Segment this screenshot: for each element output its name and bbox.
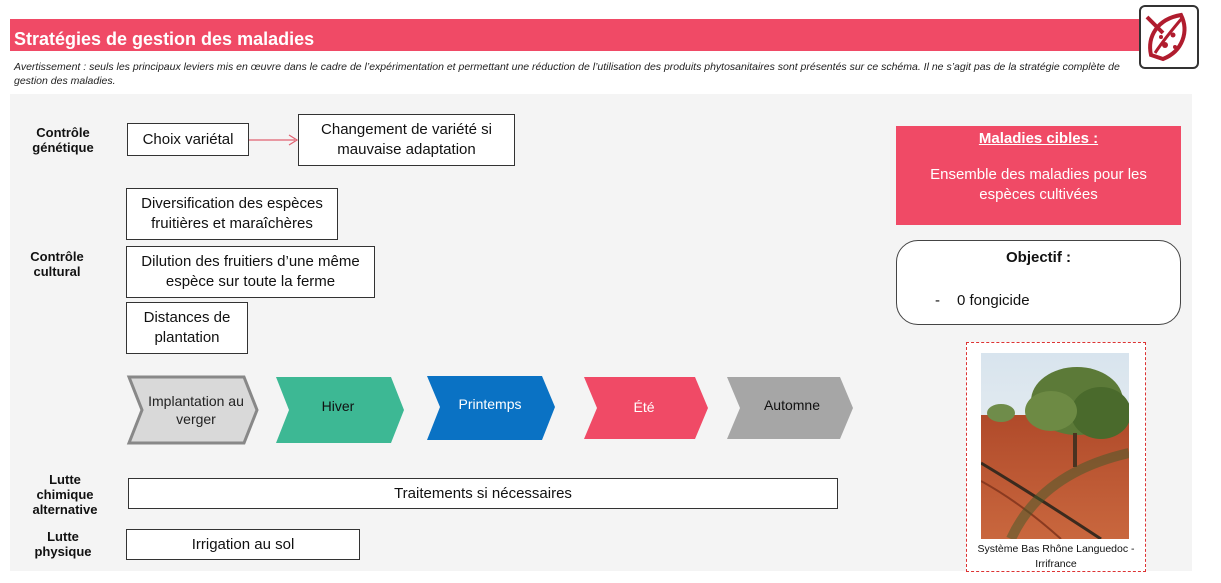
row-label-chemical: Lutte chimique alternative xyxy=(32,472,98,517)
season-chevron-implantation xyxy=(126,375,259,445)
target-diseases-text: Ensemble des maladies pour les espèces c… xyxy=(930,166,1147,203)
objective-title: Objectif : xyxy=(1005,249,1071,266)
disease-logo-icon xyxy=(1139,5,1199,69)
objective-bullet: - xyxy=(935,292,940,309)
diversification-box: Diversification des espèces fruitières e… xyxy=(126,188,338,240)
season-chevron-printemps xyxy=(427,376,555,440)
dilution-box: Dilution des fruitiers d’une même espèce… xyxy=(126,246,375,298)
orchard-photo xyxy=(981,353,1129,539)
row-label-cultural: Contrôle cultural xyxy=(30,249,84,279)
season-chevron-automne xyxy=(727,377,853,439)
row-label-genetic: Contrôle génétique xyxy=(32,125,94,155)
season-label-automne: Automne xyxy=(763,397,821,413)
season-label-implantation: Implantation au verger xyxy=(148,393,244,427)
row-label-physical: Lutte physique xyxy=(34,529,92,559)
page-title: Stratégies de gestion des maladies xyxy=(14,29,315,49)
planting-distances-box: Distances de plantation xyxy=(126,302,248,354)
season-chevron-hiver xyxy=(276,377,404,443)
objective-box: Objectif : - 0 fongicide xyxy=(896,240,1181,325)
season-label-hiver: Hiver xyxy=(321,398,355,414)
photo-caption: Système Bas Rhône Languedoc - Irrifrance xyxy=(977,543,1135,570)
photo-frame xyxy=(966,342,1146,572)
season-label-ete: Été xyxy=(633,399,655,415)
header-bar xyxy=(10,19,1186,51)
season-chevron-ete xyxy=(584,377,708,439)
treatments-box: Traitements si nécessaires xyxy=(128,478,838,509)
arrow-connector xyxy=(249,134,299,146)
variety-change-box: Changement de variété si mauvaise adapta… xyxy=(298,114,515,166)
warning-text: Avertissement : seuls les principaux lev… xyxy=(14,61,1120,87)
objective-item: 0 fongicide xyxy=(957,292,1030,309)
target-diseases-title: Maladies cibles : xyxy=(978,130,1099,147)
season-timeline xyxy=(126,375,853,445)
variety-choice-box: Choix variétal xyxy=(127,123,249,156)
season-label-printemps: Printemps xyxy=(458,396,522,412)
irrigation-box: Irrigation au sol xyxy=(126,529,360,560)
target-diseases-box: Maladies cibles : Ensemble des maladies … xyxy=(896,126,1181,225)
